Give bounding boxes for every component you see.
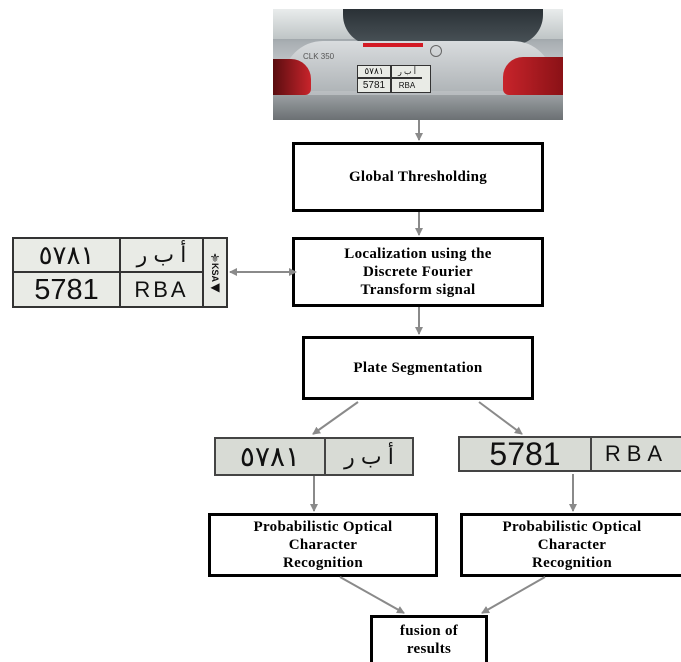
plate-arabic-digits: ٥٧٨١ (14, 239, 121, 271)
plate-latin-letters: RBA (134, 277, 189, 302)
pocr-right-box: Probabilistic Optical Character Recognit… (460, 513, 681, 577)
pocr-right-label: Probabilistic Optical Character Recognit… (502, 519, 642, 571)
global-thresholding-box: Global Thresholding (292, 142, 544, 212)
car-rear-window (343, 9, 543, 45)
localization-label: Localization using the Discrete Fourier … (344, 246, 492, 298)
fusion-box: fusion of results (370, 615, 488, 662)
car-tail-light-left (273, 59, 311, 95)
plate-country-code: KSA (210, 262, 220, 282)
arrow-segmentation-to-latin (478, 401, 523, 435)
plate-segmentation-box: Plate Segmentation (302, 336, 534, 400)
car-emblem-icon (430, 45, 442, 57)
car-tail-light-right (503, 57, 563, 95)
car-plate-latin-letters: RBA (398, 81, 416, 90)
localized-plate-image: ٥٧٨١ أ ب ر 5781 RBA ⚜ KSA ◀ (12, 237, 228, 308)
segment-arabic-image: ٥٧٨١ أ ب ر (214, 437, 414, 476)
car-brake-light (363, 43, 423, 47)
arrow-pocr-left-to-fusion (339, 576, 405, 614)
arrow-pocr-right-to-fusion (481, 576, 546, 614)
plate-arabic-letters: أ ب ر (136, 242, 187, 267)
car-rear-photo: CLK 350 ٥٧٨١ أ ب ر 5781 RBA (273, 9, 563, 120)
pocr-left-label: Probabilistic Optical Character Recognit… (253, 519, 393, 571)
arrow-left-icon: ◀ (210, 280, 220, 294)
emblem-icon: ⚜ (209, 250, 221, 265)
segment-arabic-digits: ٥٧٨١ (216, 439, 326, 474)
car-license-plate: ٥٧٨١ أ ب ر 5781 RBA (357, 65, 431, 93)
car-bumper (273, 95, 563, 120)
car-plate-arabic-digits: ٥٧٨١ (358, 66, 392, 77)
plate-country-strip: ⚜ KSA ◀ (202, 239, 226, 306)
fusion-label: fusion of results (399, 623, 459, 657)
segment-latin-image: 5781 RBA (458, 436, 681, 472)
plate-latin-digits: 5781 (14, 273, 121, 307)
segment-latin-digits: 5781 (460, 436, 592, 472)
arrow-segmentation-to-arabic (312, 401, 359, 435)
global-thresholding-label: Global Thresholding (348, 169, 488, 185)
plate-segmentation-label: Plate Segmentation (353, 360, 483, 376)
car-model-badge: CLK 350 (303, 52, 335, 61)
pocr-left-box: Probabilistic Optical Character Recognit… (208, 513, 438, 577)
segment-latin-letters: RBA (604, 441, 669, 466)
car-plate-arabic-letters: أ ب ر (397, 67, 417, 76)
car-plate-latin-digits: 5781 (358, 79, 392, 92)
localization-box: Localization using the Discrete Fourier … (292, 237, 544, 307)
segment-arabic-letters: أ ب ر (344, 443, 394, 469)
